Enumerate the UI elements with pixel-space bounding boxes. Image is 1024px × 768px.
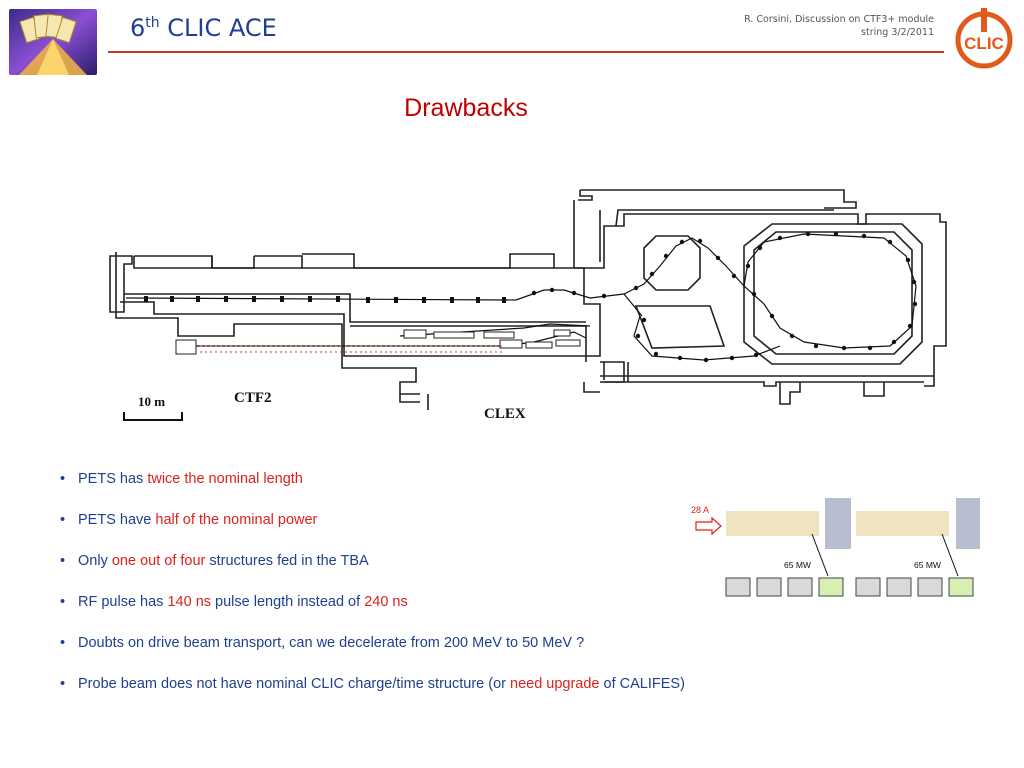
beam-arrow-icon <box>695 516 722 536</box>
bullet-highlight: need upgrade <box>510 676 600 692</box>
structure-2 <box>756 577 782 597</box>
clic-logo: CLIC <box>952 6 1016 70</box>
beamline-layout: 10 m CTF2 CLEX <box>104 186 956 426</box>
bullet-item: • Only one out of four structures fed in … <box>56 552 685 570</box>
quadrupole-right <box>956 498 982 549</box>
bullet-highlight: 240 ns <box>364 594 408 610</box>
bullet-item: • Probe beam does not have nominal CLIC c… <box>56 675 685 693</box>
bullet-text: PETS has <box>78 471 148 487</box>
structure-3 <box>787 577 813 597</box>
quadrupole-left <box>825 498 851 549</box>
clex-label: CLEX <box>484 406 526 422</box>
bullet-dot-icon: • <box>60 553 66 569</box>
bullet-item: • RF pulse has 140 ns pulse length instea… <box>56 593 685 611</box>
structure-1 <box>725 577 751 597</box>
pets-schematic: 28 A 65 MW 65 MW <box>680 494 982 602</box>
bullet-text: RF pulse has <box>78 594 168 610</box>
bullet-text: PETS have <box>78 512 156 528</box>
author-info: R. Corsini, Discussion on CTF3+ module s… <box>744 14 934 38</box>
pets-tank-right <box>856 511 949 536</box>
ace-logo <box>9 9 97 75</box>
structure-5 <box>855 577 881 597</box>
bullet-text: Only <box>78 553 112 569</box>
bullet-dot-icon: • <box>60 676 66 692</box>
structure-7 <box>917 577 943 597</box>
bullet-dot-icon: • <box>60 512 66 528</box>
structure-8 <box>948 577 974 597</box>
header-title: 6th CLIC ACE <box>130 14 277 42</box>
bullet-item: • PETS have half of the nominal power <box>56 511 685 529</box>
structure-6 <box>886 577 912 597</box>
current-label: 28 A <box>691 505 709 515</box>
power-label-right: 65 MW <box>914 560 941 570</box>
bullet-highlight: half of the nominal power <box>155 512 318 528</box>
bullet-dot-icon: • <box>60 471 66 487</box>
pets-tank-left <box>726 511 819 536</box>
bullet-item: • PETS has twice the nominal length <box>56 470 685 488</box>
structure-4 <box>818 577 844 597</box>
bullet-text: of CALIFES) <box>599 676 685 692</box>
bullet-dot-icon: • <box>60 635 66 651</box>
bullet-text: Doubts on drive beam transport, can we d… <box>78 635 585 651</box>
bullet-text: structures fed in the TBA <box>205 553 369 569</box>
bullet-item: • Doubts on drive beam transport, can we … <box>56 634 685 652</box>
ctf2-label: CTF2 <box>234 390 272 406</box>
bullet-highlight: 140 ns <box>167 594 212 610</box>
bullet-dot-icon: • <box>60 594 66 610</box>
header-rule <box>108 51 944 53</box>
slide-title: Drawbacks <box>404 94 528 122</box>
scale-label: 10 m <box>138 394 165 409</box>
bullet-list: • PETS has twice the nominal length • PETS … <box>56 470 685 716</box>
clic-logo-text: CLIC <box>964 34 1004 53</box>
power-label-left: 65 MW <box>784 560 811 570</box>
bullet-text: pulse length instead of <box>211 594 365 610</box>
bullet-highlight: twice the nominal length <box>147 471 303 487</box>
bullet-highlight: one out of four <box>111 553 206 569</box>
bullet-text: Probe beam does not have nominal CLIC ch… <box>78 676 510 692</box>
